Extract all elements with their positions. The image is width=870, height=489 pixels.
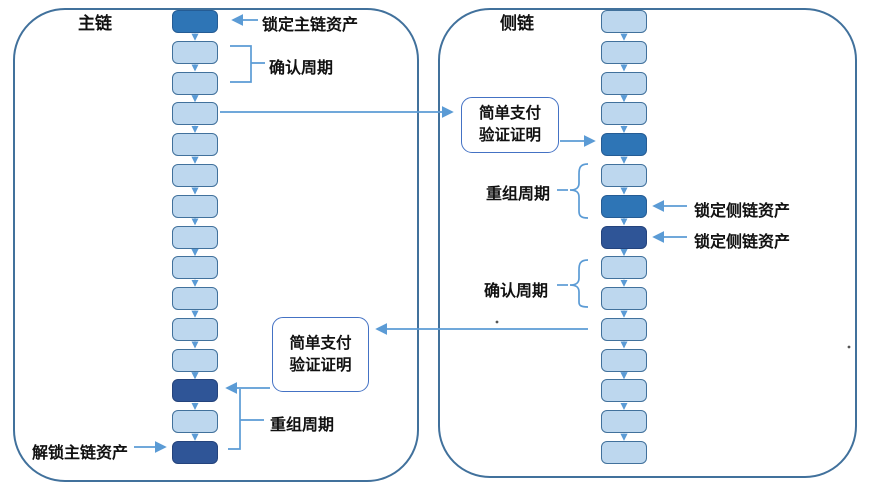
spv-proof-text-line: 简单支付 bbox=[289, 334, 352, 352]
main-chain-block-1 bbox=[172, 10, 218, 33]
side-chain-block-3 bbox=[601, 71, 647, 95]
label-unlock-main-assets: 解锁主链资产 bbox=[32, 445, 129, 462]
side-chain-block-14 bbox=[601, 410, 647, 434]
side-chain-title: 侧链 bbox=[500, 14, 534, 33]
main-chain-block-11 bbox=[172, 317, 218, 341]
label-reorg-period-side: 重组周期 bbox=[486, 186, 551, 203]
main-chain-block-7 bbox=[172, 194, 218, 218]
side-chain-block-8 bbox=[601, 225, 647, 249]
side-chain-block-5 bbox=[601, 133, 647, 157]
spv-proof-box-main: 简单支付 验证证明 bbox=[272, 317, 369, 392]
main-chain-block-13 bbox=[172, 379, 218, 403]
spv-proof-text-line: 验证证明 bbox=[478, 127, 541, 144]
side-chain-container bbox=[438, 8, 857, 478]
main-chain-block-12 bbox=[172, 348, 218, 372]
label-confirmation-period-side: 确认周期 bbox=[484, 283, 549, 300]
side-chain-block-9 bbox=[601, 256, 647, 280]
main-chain-block-2 bbox=[172, 40, 218, 64]
main-chain-block-14 bbox=[172, 410, 218, 434]
label-lock-side-assets-1: 锁定侧链资产 bbox=[694, 203, 791, 220]
main-chain-block-4 bbox=[172, 102, 218, 126]
main-chain-block-6 bbox=[172, 163, 218, 187]
side-chain-block-10 bbox=[601, 287, 647, 310]
side-chain-block-7 bbox=[601, 194, 647, 218]
side-chain-block-4 bbox=[601, 102, 647, 126]
label-lock-main-assets: 锁定主链资产 bbox=[262, 17, 359, 34]
spv-proof-text-line: 验证证明 bbox=[289, 356, 352, 374]
side-chain-block-12 bbox=[601, 348, 647, 372]
spv-proof-text-line: 简单支付 bbox=[478, 105, 541, 123]
label-confirmation-period-main: 确认周期 bbox=[269, 60, 334, 77]
main-chain-block-3 bbox=[172, 71, 218, 95]
main-chain-block-9 bbox=[172, 256, 218, 280]
main-chain-block-5 bbox=[172, 133, 218, 157]
side-chain-block-13 bbox=[601, 379, 647, 403]
side-chain-block-1 bbox=[601, 10, 647, 33]
main-chain-block-15 bbox=[172, 440, 218, 464]
main-chain-block-10 bbox=[172, 287, 218, 310]
main-chain-block-8 bbox=[172, 225, 218, 249]
main-chain-title: 主链 bbox=[78, 14, 112, 33]
side-chain-block-6 bbox=[601, 163, 647, 187]
label-reorg-period-main: 重组周期 bbox=[270, 417, 335, 434]
label-lock-side-assets-2: 锁定侧链资产 bbox=[694, 234, 791, 251]
side-chain-block-15 bbox=[601, 440, 647, 464]
side-chain-block-2 bbox=[601, 40, 647, 64]
side-chain-block-11 bbox=[601, 317, 647, 341]
spv-proof-box-side: 简单支付 验证证明 bbox=[461, 97, 559, 153]
